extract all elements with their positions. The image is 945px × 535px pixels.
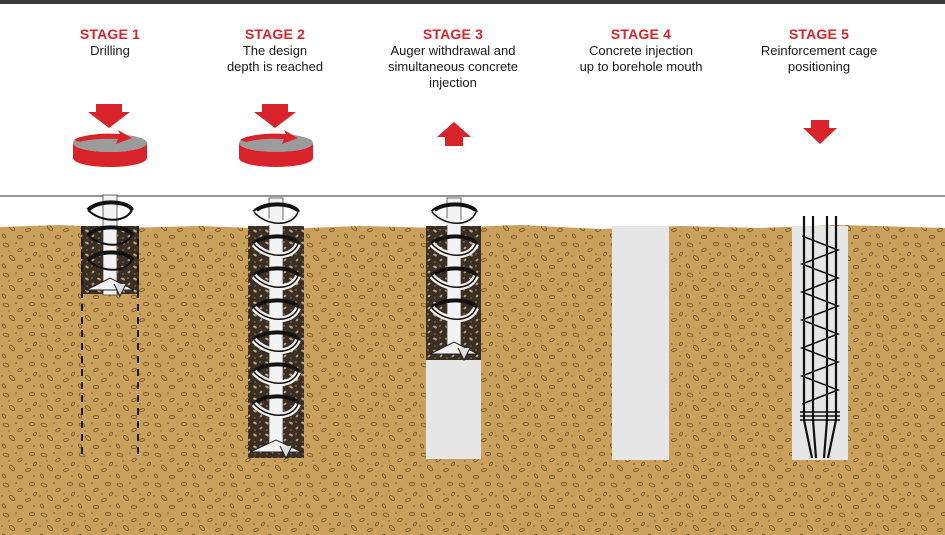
reinforcement-cage	[799, 216, 841, 459]
stage-1-label: STAGE 1 Drilling	[20, 26, 200, 59]
concrete-fill	[426, 360, 481, 459]
stage-2-label: STAGE 2 The design depth is reached	[185, 26, 365, 75]
stage-1-title: STAGE 1	[79, 26, 141, 42]
stage-5-reinforcement-cage	[792, 120, 848, 460]
stage-4-concrete-injection	[612, 226, 669, 460]
auger	[429, 197, 479, 362]
stage-4-label: STAGE 4 Concrete injection up to borehol…	[551, 26, 731, 75]
stage-4-description: Concrete injection up to borehole mouth	[579, 43, 703, 74]
auger	[249, 197, 303, 460]
concrete-pile	[792, 226, 848, 460]
stage-3-withdrawal	[426, 122, 481, 459]
concrete-pile	[612, 226, 669, 460]
stage-3-description: Auger withdrawal and simultaneous concre…	[387, 43, 519, 90]
stage-3-title: STAGE 3	[422, 26, 484, 42]
down-arrow-icon	[803, 120, 837, 144]
up-arrow-icon	[437, 122, 471, 146]
stage-5-description: Reinforcement cage positioning	[760, 43, 878, 74]
stage-3-label: STAGE 3 Auger withdrawal and simultaneou…	[363, 26, 543, 91]
top-border	[0, 0, 945, 4]
down-arrow-icon	[254, 104, 296, 128]
stage-4-title: STAGE 4	[610, 26, 672, 42]
down-arrow-icon	[88, 104, 130, 128]
stage-2-title: STAGE 2	[244, 26, 306, 42]
stage-1-drilling	[73, 104, 147, 460]
stage-5-title: STAGE 5	[788, 26, 850, 42]
auger	[85, 194, 135, 298]
stage-2-description: The design depth is reached	[226, 43, 324, 74]
stage-5-label: STAGE 5 Reinforcement cage positioning	[729, 26, 909, 75]
stage-2-design-depth	[239, 104, 313, 460]
rotation-arrow-icon	[73, 130, 147, 167]
stage-1-description: Drilling	[90, 43, 130, 58]
rotation-arrow-icon	[239, 130, 313, 167]
